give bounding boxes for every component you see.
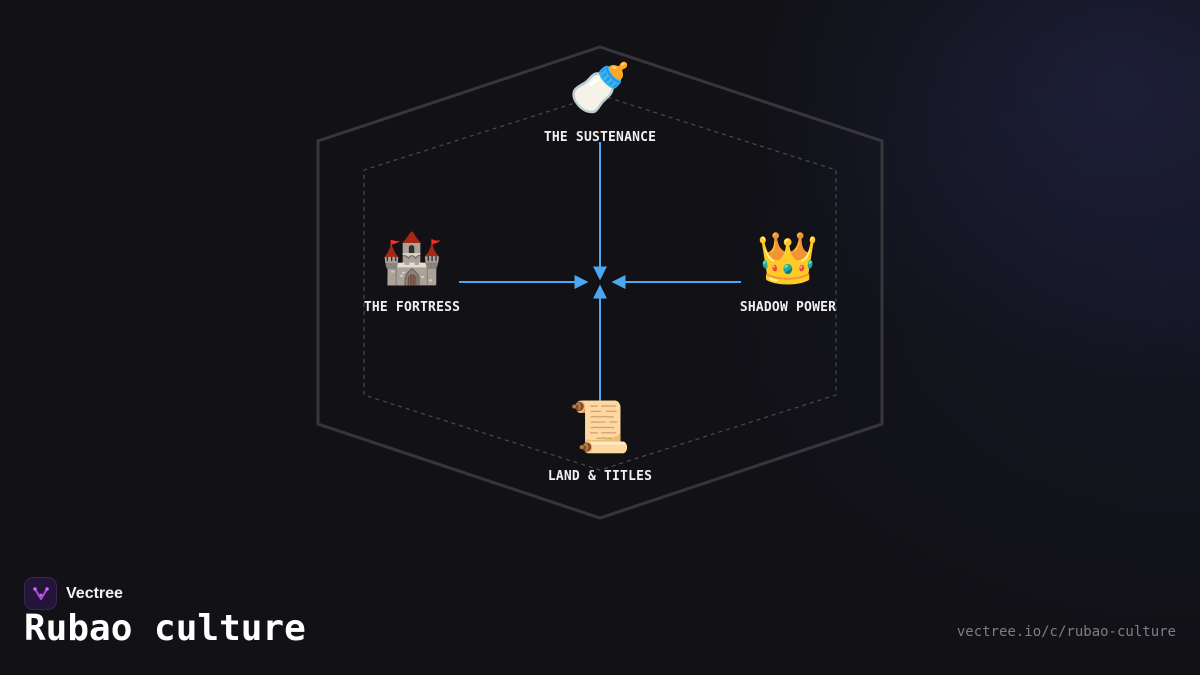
scroll-icon: 📜 xyxy=(568,398,632,456)
brand[interactable]: Vectree xyxy=(24,577,123,610)
brand-name: Vectree xyxy=(66,584,123,602)
page-url[interactable]: vectree.io/c/rubao-culture xyxy=(956,624,1176,640)
baby-bottle-icon: 🍼 xyxy=(568,59,632,117)
crown-icon: 👑 xyxy=(756,229,820,287)
node-label-sustenance: THE SUSTENANCE xyxy=(543,130,657,145)
page-title: Rubao culture xyxy=(24,608,306,649)
castle-icon: 🏰 xyxy=(380,229,444,287)
outer-hexagon xyxy=(316,45,884,520)
node-label-fortress: THE FORTRESS xyxy=(363,300,461,315)
node-label-shadow-power: SHADOW POWER xyxy=(739,300,837,315)
node-label-land-titles: LAND & TITLES xyxy=(547,469,653,484)
inner-hexagon xyxy=(363,94,837,471)
vectree-logo-icon xyxy=(24,577,57,610)
